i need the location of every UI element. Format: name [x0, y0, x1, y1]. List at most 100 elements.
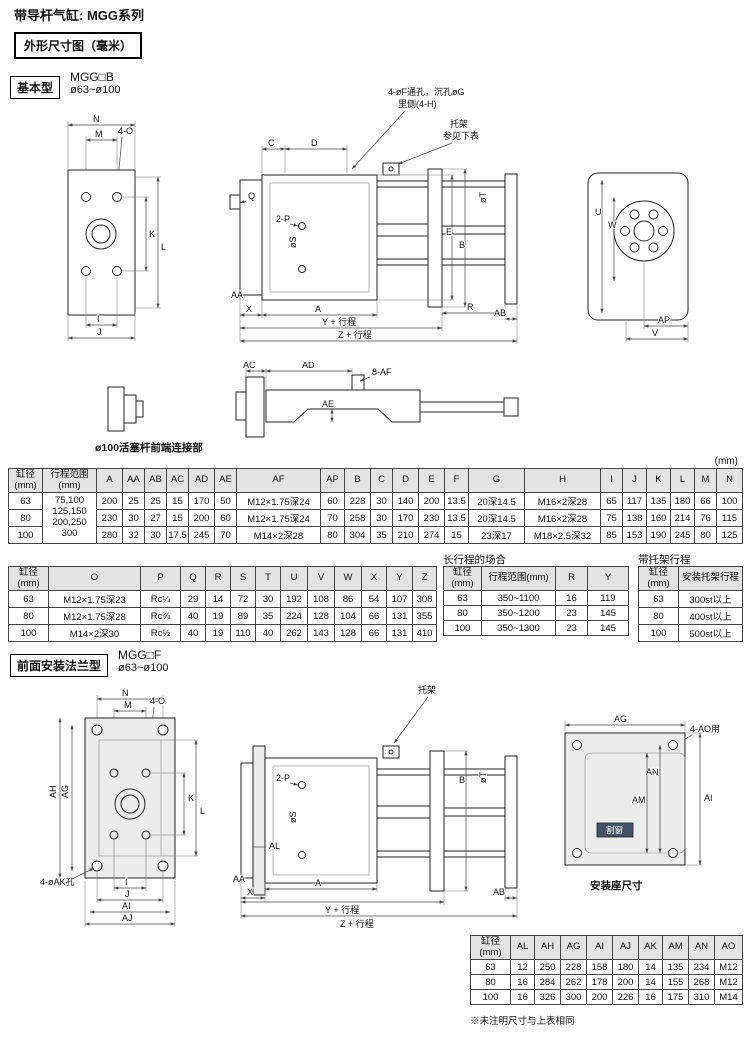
- cell: 210: [392, 526, 419, 545]
- cell: 200: [418, 492, 445, 511]
- basic-end-view: N M 4-O K L I J: [67, 113, 167, 341]
- dim-label-n: N: [93, 114, 100, 124]
- cell: 180: [612, 959, 639, 976]
- cylinder-body: [261, 174, 378, 301]
- dim-label-ab: AB: [494, 308, 506, 318]
- dim-label-8af: 8-AF: [372, 367, 392, 377]
- cell: 200: [612, 974, 639, 991]
- col-header: 缸径(mm): [8, 565, 49, 592]
- col-header: AI: [586, 934, 613, 961]
- cell: 138: [622, 509, 647, 528]
- table-header-row: 缸径(mm) 行程范围(mm) R Y: [443, 565, 629, 592]
- dim-label-ad: AD: [302, 362, 315, 370]
- cell: 35: [370, 526, 393, 545]
- cell: 200: [188, 509, 215, 528]
- dim-label-4o: 4-O: [150, 696, 165, 706]
- dim-label-x: X: [246, 304, 252, 314]
- dim-label-ae: AE: [322, 399, 334, 409]
- cell: 143: [307, 624, 335, 643]
- col-header: R: [205, 565, 231, 592]
- col-header: AM: [662, 934, 689, 961]
- basic-type-drawing: N M 4-O K L I J 4-øF通孔，沉孔øG 里侧(4-H): [67, 86, 689, 344]
- cell: M12×1.75深23: [48, 590, 141, 609]
- col-header: AJ: [612, 934, 639, 961]
- cell: 13.5: [444, 492, 469, 511]
- dim-label-b: B: [459, 775, 465, 785]
- cell: 20深14.5: [468, 509, 525, 528]
- col-header: X: [361, 565, 387, 592]
- long-stroke-title: 长行程的场合: [443, 554, 506, 566]
- cell: 135: [646, 492, 671, 511]
- cell: 40: [180, 624, 206, 643]
- front-plate: [504, 173, 518, 305]
- cell: 14: [638, 974, 663, 991]
- cell: 500st以上: [678, 624, 743, 643]
- cell: 117: [622, 492, 647, 511]
- col-header: M: [694, 467, 717, 494]
- col-header: F: [444, 467, 469, 494]
- cell: 27: [144, 509, 167, 528]
- stroke-range-cell: 75,100 125,150 200,250 300: [42, 492, 97, 545]
- table-row: 80 230 30 27 15 200 60 M12×1.75深24 70 25…: [8, 509, 743, 528]
- cell: 214: [670, 509, 695, 528]
- cell: 304: [344, 526, 371, 545]
- col-header: AE: [214, 467, 237, 494]
- cell: 119: [587, 590, 629, 607]
- cell: 20深14.5: [468, 492, 525, 511]
- long-stroke-table: 缸径(mm) 行程范围(mm) R Y 63 350~1100 16 119 8…: [443, 565, 629, 637]
- cell: 100: [8, 526, 43, 545]
- col-header: 缸径(mm): [470, 934, 511, 961]
- dim-label-z-stroke: Z + 行程: [338, 329, 372, 340]
- dim-label-an: AN: [646, 767, 659, 777]
- col-header: AK: [638, 934, 663, 961]
- cell: 135: [662, 959, 689, 976]
- col-header: AH: [534, 934, 561, 961]
- cell: 80: [8, 509, 43, 528]
- cell: 280: [96, 526, 123, 545]
- dim-label-l: L: [200, 806, 205, 816]
- cell: 155: [662, 974, 689, 991]
- cell: 76: [694, 509, 717, 528]
- dim-label-ai: AI: [122, 901, 131, 911]
- table-header-row: 缸径(mm) 行程范围(mm) A AA AB AC AD AE AF AP B…: [8, 467, 743, 494]
- cell: 63: [8, 590, 49, 609]
- cell: 180: [670, 492, 695, 511]
- cell: 153: [622, 526, 647, 545]
- dim-label-ot: øT: [478, 192, 488, 203]
- dim-label-v: V: [652, 328, 658, 338]
- cell: 60: [320, 492, 345, 511]
- dim-label-ab: AB: [493, 887, 505, 897]
- bracket-note-line1: 托架: [450, 118, 468, 129]
- cell: 100: [443, 620, 482, 637]
- dim-label-i: I: [125, 877, 128, 887]
- col-header: 缸径(mm): [8, 467, 43, 494]
- cell: 66: [361, 607, 387, 626]
- dim-label-os: øS: [288, 811, 298, 823]
- cell: 86: [334, 590, 362, 609]
- cell: 131: [386, 607, 413, 626]
- bracket-note: 托架: [418, 684, 436, 695]
- table-header-row: 缸径(mm) O P Q R S T U V W X Y Z: [8, 565, 437, 592]
- cell: 245: [670, 526, 695, 545]
- table-header-row: 缸径(mm) 安装托架行程: [638, 565, 743, 592]
- moving-plate: [427, 168, 443, 308]
- cell: 23: [555, 605, 588, 622]
- cell: 29: [180, 590, 206, 609]
- rod-end-caption: ø100活塞杆前端连接部: [95, 441, 203, 454]
- cell: 350~1100: [481, 590, 556, 607]
- cell: 262: [560, 974, 587, 991]
- cell: 63: [8, 492, 43, 511]
- dim-label-a: A: [315, 304, 321, 314]
- cell: 100: [638, 624, 679, 643]
- cell: M12: [714, 974, 743, 991]
- port-label-2p: 2-P: [276, 214, 290, 224]
- cell: 85: [600, 526, 623, 545]
- cell: 72: [230, 590, 256, 609]
- secondary-dimension-table: 缸径(mm) O P Q R S T U V W X Y Z 63 M12×1.…: [8, 565, 437, 643]
- cell: 308: [412, 590, 437, 609]
- cell: 16: [510, 974, 535, 991]
- cell: M12×1.75深28: [48, 607, 141, 626]
- cell: 40: [255, 624, 281, 643]
- cell: Rc¼: [140, 590, 181, 609]
- cell: 234: [688, 959, 715, 976]
